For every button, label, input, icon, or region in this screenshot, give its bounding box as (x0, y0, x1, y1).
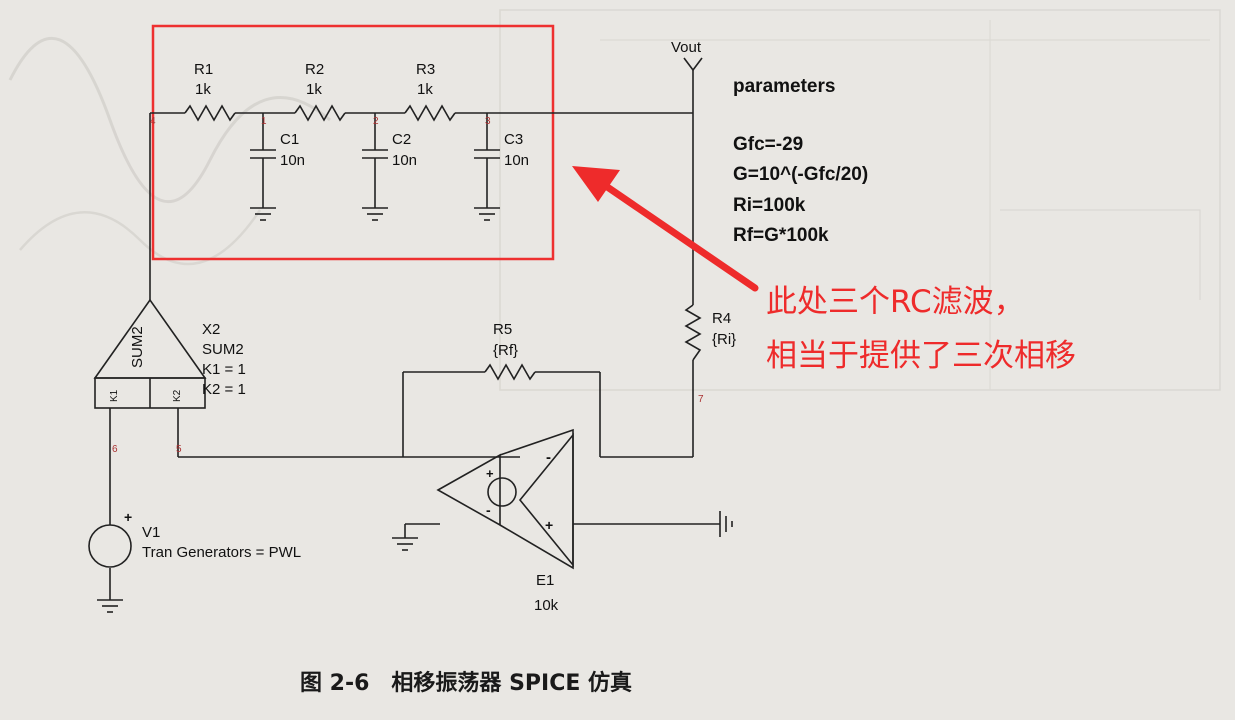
svg-text:此处三个RC滤波，: 此处三个RC滤波， (766, 284, 1025, 320)
svg-text:parameters: parameters (733, 76, 835, 97)
svg-text:{Rf}: {Rf} (493, 342, 518, 359)
svg-text:10k: 10k (534, 597, 559, 614)
svg-text:-: - (546, 449, 551, 466)
voltage-source-v1: + (88, 509, 132, 568)
svg-text:+: + (486, 466, 494, 481)
svg-text:1k: 1k (306, 81, 322, 98)
svg-text:SUM2: SUM2 (129, 326, 146, 368)
svg-text:1: 1 (261, 116, 267, 127)
svg-text:Ri=100k: Ri=100k (733, 195, 806, 216)
svg-text:6: 6 (112, 444, 118, 455)
svg-text:Rf=G*100k: Rf=G*100k (733, 225, 829, 246)
svg-text:Gfc=-29: Gfc=-29 (733, 134, 803, 155)
resistor-r1 (184, 104, 236, 122)
svg-text:V1: V1 (142, 524, 160, 541)
capacitor-c3 (474, 149, 500, 159)
opamp-e1: + - - + (436, 428, 574, 570)
figure-caption: 图 2-6 相移振荡器 SPICE 仿真 (300, 670, 632, 696)
svg-text:+: + (545, 517, 553, 533)
svg-text:相当于提供了三次相移: 相当于提供了三次相移 (766, 338, 1076, 374)
svg-text:10n: 10n (392, 152, 417, 169)
annotation-text: 此处三个RC滤波， 相当于提供了三次相移 (766, 284, 1076, 374)
svg-text:10n: 10n (504, 152, 529, 169)
resistor-r3 (404, 104, 456, 122)
resistor-r2 (294, 104, 346, 122)
wires (109, 70, 720, 600)
svg-text:R1: R1 (194, 61, 213, 78)
svg-text:1k: 1k (417, 81, 433, 98)
svg-text:R4: R4 (712, 310, 731, 327)
svg-text:-: - (486, 502, 491, 518)
svg-text:10n: 10n (280, 152, 305, 169)
svg-text:R5: R5 (493, 321, 512, 338)
rc-highlight-box (151, 24, 555, 261)
svg-text:E1: E1 (536, 572, 554, 589)
svg-text:R2: R2 (305, 61, 324, 78)
svg-text:X2: X2 (202, 321, 220, 338)
resistor-r5 (484, 363, 536, 381)
vout-terminal: Vout (671, 39, 703, 72)
svg-text:3: 3 (485, 116, 491, 127)
svg-text:C2: C2 (392, 131, 411, 148)
svg-text:4: 4 (150, 116, 156, 127)
svg-text:C1: C1 (280, 131, 299, 148)
svg-text:7: 7 (698, 394, 704, 405)
svg-text:K2: K2 (172, 389, 183, 402)
svg-text:G=10^(-Gfc/20): G=10^(-Gfc/20) (733, 164, 868, 185)
node-numbers: 1 2 3 4 5 6 7 (112, 116, 704, 455)
svg-text:SUM2: SUM2 (202, 341, 244, 358)
svg-text:C3: C3 (504, 131, 523, 148)
svg-text:K1: K1 (109, 389, 120, 402)
svg-text:5: 5 (176, 444, 182, 455)
svg-text:R3: R3 (416, 61, 435, 78)
capacitor-c2 (362, 149, 388, 159)
svg-text:Tran Generators = PWL: Tran Generators = PWL (142, 544, 301, 561)
svg-text:K2 = 1: K2 = 1 (202, 381, 246, 398)
background-bleed (8, 9, 1221, 391)
vout-label: Vout (671, 39, 702, 56)
capacitor-c1 (250, 149, 276, 159)
ground-symbols (97, 207, 733, 613)
resistor-r4 (684, 304, 702, 361)
component-labels: R1 1k R2 1k R3 1k C1 10n C2 10n C3 10n R… (142, 61, 736, 614)
svg-text:+: + (124, 509, 132, 525)
parameters-block: parameters Gfc=-29 G=10^(-Gfc/20) Ri=100… (733, 76, 868, 246)
svg-text:K1 = 1: K1 = 1 (202, 361, 246, 378)
svg-text:1k: 1k (195, 81, 211, 98)
svg-text:{Ri}: {Ri} (712, 331, 736, 348)
sum2-block: SUM2 K1 K2 (93, 298, 207, 409)
svg-text:2: 2 (373, 116, 379, 127)
annotation-arrow (572, 166, 759, 292)
